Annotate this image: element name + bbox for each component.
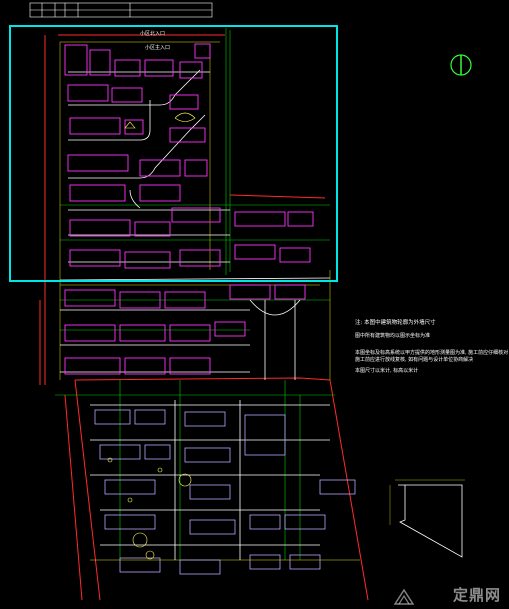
site-boundary	[39, 34, 369, 601]
landscape-features	[107, 112, 196, 560]
note-5: 本图尺寸以米计, 标高以米计	[355, 368, 419, 374]
north-arrow-icon	[450, 54, 472, 76]
design-notes: 注: 本图中建筑物轮廓为外墙尺寸 图中所有建筑物均以图示坐标为准 本图坐标及标高…	[355, 320, 509, 375]
label-north-gate: 小区北入口	[140, 31, 166, 37]
building-blocks-north	[64, 43, 314, 269]
watermark-text: 定鼎网	[452, 586, 501, 604]
note-1: 注: 本图中建筑物轮廓为外墙尺寸	[355, 320, 436, 326]
title-block	[29, 2, 213, 18]
note-3: 本图坐标及标高系统以甲方提供的地形测量图为准, 施工前应仔细核对	[355, 350, 509, 356]
watermark-logo-icon	[393, 588, 415, 605]
grid-lines	[55, 28, 335, 560]
note-4: 施工前应进行放线复核, 如有问题与设计单位协商解决	[355, 357, 474, 363]
building-blocks-middle	[64, 284, 306, 375]
label-main-entrance: 小区主入口	[145, 45, 171, 51]
road-network	[59, 69, 331, 560]
building-blocks-south	[94, 409, 356, 575]
detail-outline	[398, 484, 463, 558]
detail-dims	[389, 479, 465, 525]
note-2: 图中所有建筑物均以图示坐标为准	[355, 333, 431, 339]
viewport-frame	[9, 25, 338, 282]
